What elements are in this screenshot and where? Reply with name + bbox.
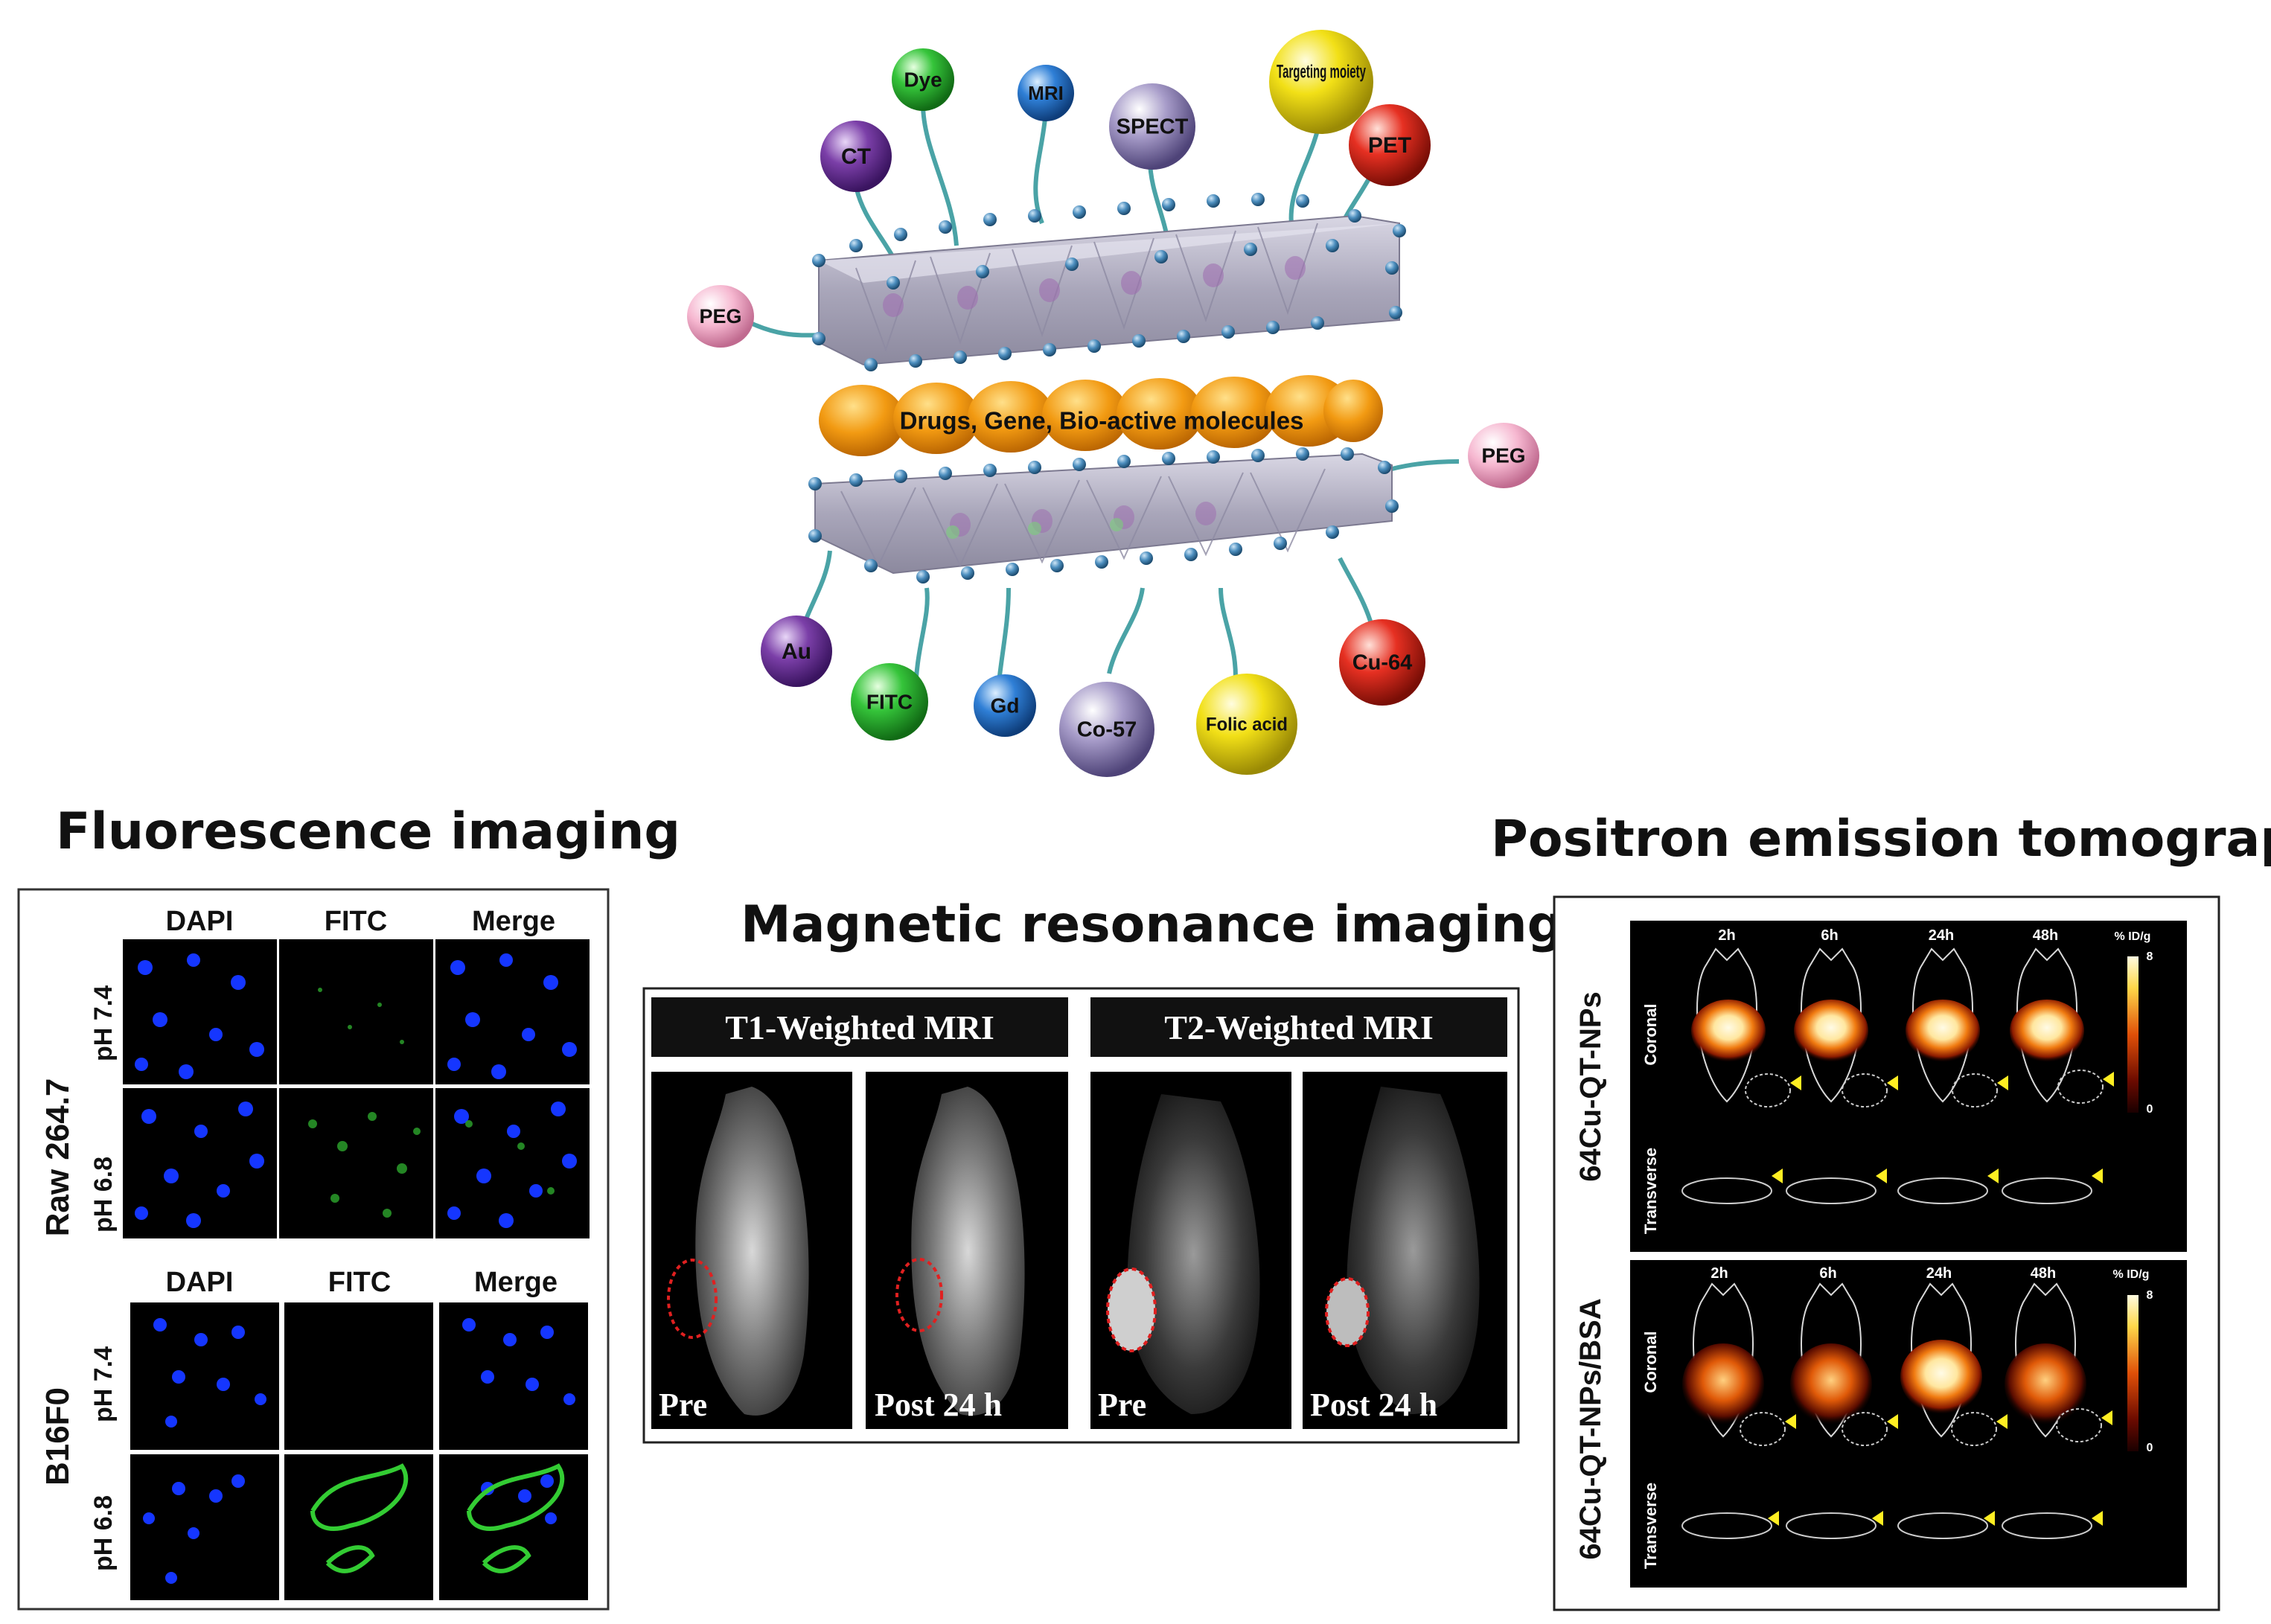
pet-group-2: 64Cu-QT-NPs/BSA	[1574, 1298, 1607, 1559]
row-label-ph68-2: pH 6.8	[89, 1495, 118, 1571]
fitc-ball: FITC	[851, 663, 928, 741]
spect-ball: SPECT	[1109, 83, 1195, 170]
row-label-ph74: pH 7.4	[89, 985, 118, 1061]
raw-tiles	[123, 939, 590, 1238]
mri-ball: MRI	[1018, 65, 1074, 121]
col-header-dapi: DAPI	[166, 906, 234, 937]
pet-title: Positron emission tomography	[1491, 810, 2271, 869]
ct-ball: CT	[820, 121, 892, 192]
au-label: Au	[782, 639, 811, 664]
pet-label: PET	[1368, 133, 1411, 158]
time-2h: 2h	[1718, 927, 1735, 944]
mri-title: Magnetic resonance imaging	[741, 895, 1563, 954]
time-2h-2: 2h	[1711, 1265, 1728, 1282]
mri-panel: T1-Weighted MRI T2-Weighted MRI Pre Post…	[642, 987, 1520, 1444]
t1-header: T1-Weighted MRI	[725, 1008, 994, 1046]
col-header-fitc-2: FITC	[328, 1267, 391, 1298]
top-modifiers: CT Dye MRI SPECT Targeting moiety PET PE…	[687, 30, 1539, 488]
pet-panel: 64Cu-QT-NPs 64Cu-QT-NPs/BSA 2h 6h 24h 48…	[1553, 895, 2220, 1611]
gd-ball: Gd	[974, 674, 1036, 737]
mri-label-t1-pre: Pre	[659, 1387, 707, 1423]
mri-t2-post	[1303, 1072, 1507, 1429]
mri-label-t1-post: Post 24 h	[875, 1387, 1002, 1423]
co57-label: Co-57	[1077, 718, 1137, 742]
folic-acid-label: Folic acid	[1206, 715, 1288, 735]
cu64-label: Cu-64	[1352, 651, 1413, 675]
nanoparticle-schematic: Drugs, Gene, Bio-active molecules	[687, 30, 1539, 777]
mri-label-t2-pre: Pre	[1098, 1387, 1146, 1423]
time-48h-2: 48h	[2031, 1265, 2056, 1282]
row-label-ph74-2: pH 7.4	[89, 1346, 118, 1422]
time-48h: 48h	[2033, 927, 2058, 944]
cell-line-b16: B16F0	[39, 1387, 76, 1486]
targeting-ball: Targeting moiety	[1269, 30, 1373, 134]
view-transverse-2: Transverse	[1641, 1483, 1660, 1569]
scale-label-1: % ID/g	[2115, 930, 2151, 943]
mri-label: MRI	[1028, 82, 1064, 104]
b16-tiles	[130, 1302, 588, 1600]
mri-t2-pre	[1090, 1072, 1291, 1429]
row-label-ph68: pH 6.8	[89, 1157, 118, 1233]
time-24h-2: 24h	[1926, 1265, 1952, 1282]
lattice-atoms	[808, 193, 1406, 584]
gd-label: Gd	[991, 694, 1020, 717]
drug-layer-label: Drugs, Gene, Bio-active molecules	[900, 407, 1304, 435]
pet-group-2-images: 2h 6h 24h 48h % ID/g Coronal Transverse	[1641, 1265, 2153, 1569]
scale-label-2: % ID/g	[2113, 1268, 2150, 1281]
col-header-merge: Merge	[472, 906, 555, 937]
spect-label: SPECT	[1117, 115, 1189, 139]
drug-layer: Drugs, Gene, Bio-active molecules	[819, 375, 1383, 456]
cu64-ball: Cu-64	[1339, 619, 1425, 706]
scale-min-1: 0	[2147, 1103, 2153, 1116]
fitc-label: FITC	[866, 690, 913, 713]
scale-max-2: 8	[2147, 1289, 2153, 1302]
mri-t1-post	[866, 1072, 1068, 1429]
time-6h: 6h	[1821, 927, 1838, 944]
folic-acid-ball: Folic acid	[1196, 674, 1297, 775]
co57-ball: Co-57	[1059, 682, 1154, 777]
view-coronal-1: Coronal	[1641, 1003, 1660, 1065]
ct-label: CT	[841, 144, 871, 169]
peg-left-label: PEG	[699, 305, 741, 327]
col-header-dapi-2: DAPI	[166, 1267, 234, 1298]
fluorescence-panel: DAPI FITC Merge Raw 264.7 pH 7.4 pH 6.8	[17, 888, 610, 1611]
scale-max-1: 8	[2147, 950, 2153, 963]
bottom-modifiers: Au FITC Gd Co-57 Folic acid Cu-64	[761, 616, 1425, 777]
peg-right-label: PEG	[1481, 444, 1525, 467]
time-24h: 24h	[1929, 927, 1954, 944]
peg-left-ball: PEG	[687, 285, 754, 348]
t2-header: T2-Weighted MRI	[1164, 1008, 1434, 1046]
targeting-label-line1: Targeting moiety	[1277, 62, 1366, 83]
mri-label-t2-post: Post 24 h	[1310, 1387, 1437, 1423]
mri-t1-pre	[651, 1072, 852, 1429]
time-6h-2: 6h	[1819, 1265, 1836, 1282]
pet-group-1-images: 2h 6h 24h 48h % ID/g Coronal Transverse	[1641, 927, 2153, 1234]
view-coronal-2: Coronal	[1641, 1331, 1660, 1393]
dye-ball: Dye	[892, 48, 954, 111]
col-header-merge-2: Merge	[474, 1267, 558, 1298]
pet-group-1: 64Cu-QT-NPs	[1574, 991, 1607, 1182]
view-transverse-1: Transverse	[1641, 1148, 1660, 1234]
au-ball: Au	[761, 616, 832, 687]
fluorescence-title: Fluorescence imaging	[56, 802, 680, 861]
pet-ball: PET	[1349, 104, 1431, 186]
dye-label: Dye	[904, 68, 942, 91]
peg-right-ball: PEG	[1468, 423, 1539, 488]
scale-min-2: 0	[2147, 1442, 2153, 1454]
col-header-fitc: FITC	[325, 906, 387, 937]
cell-line-raw: Raw 264.7	[39, 1078, 76, 1237]
